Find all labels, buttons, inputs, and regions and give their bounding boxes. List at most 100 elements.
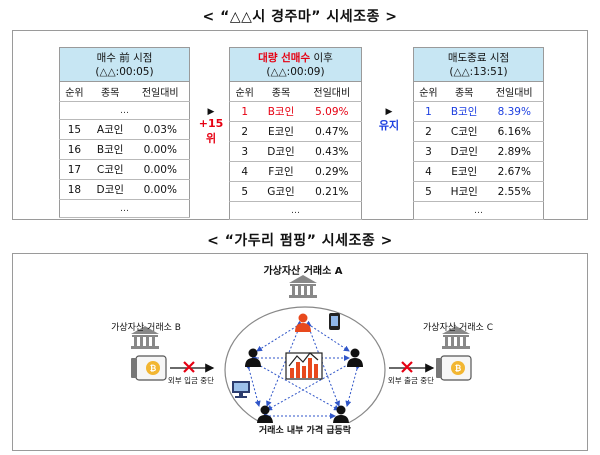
table-row: 3 D코인 0.43%	[229, 141, 362, 162]
change-cell: 2.67%	[485, 161, 544, 182]
table-header-title: 이후	[310, 51, 333, 64]
coin-cell: B코인	[88, 139, 132, 160]
col-name: 종목	[442, 81, 486, 102]
table-header: 매도종료 시점 (△△:13:51)	[413, 47, 544, 82]
ellipsis-row: …	[229, 201, 362, 220]
coin-cell: E코인	[259, 121, 303, 142]
rank-cell: 18	[59, 179, 89, 200]
table-header-title: 매수 前 시점	[96, 51, 153, 64]
col-change: 전일대비	[131, 81, 190, 102]
table-row: 5 G코인 0.21%	[229, 181, 362, 202]
table-header: 대량 선매수 이후 (△△:00:09)	[229, 47, 362, 82]
rank-cell: 2	[229, 121, 260, 142]
coin-cell: B코인	[259, 101, 303, 122]
person-icon	[347, 348, 363, 367]
rank-cell: 1	[413, 101, 443, 122]
coin-cell: A코인	[88, 119, 132, 140]
change-cell: 2.55%	[485, 181, 544, 202]
exchange-b-label: 가상자산 거래소 B	[111, 323, 181, 333]
table-header-time: (△△:00:05)	[95, 65, 154, 78]
rank-cell: 15	[59, 119, 89, 140]
table-row: 2 C코인 6.16%	[413, 121, 544, 142]
rank-cell: 3	[229, 141, 260, 162]
coin-cell: H코인	[442, 181, 486, 202]
table-header-time: (△△:00:09)	[266, 65, 325, 78]
svg-text:₿: ₿	[150, 364, 157, 373]
rank-cell: 1	[229, 101, 260, 122]
table-row-highlight: 1 B코인 5.09%	[229, 101, 362, 122]
table-row: 17 C코인 0.00%	[59, 159, 190, 180]
table-row: 5 H코인 2.55%	[413, 181, 544, 202]
change-cell: 5.09%	[302, 101, 362, 122]
ellipsis-row: …	[59, 199, 190, 218]
person-icon	[333, 405, 349, 424]
col-rank: 순위	[413, 81, 443, 102]
withdraw-blocked-label: 외부 출금 중단	[387, 376, 435, 385]
exchange-a-label: 가상자산 거래소 A	[263, 266, 343, 277]
coin-cell: D코인	[88, 179, 132, 200]
manipulator-person-icon	[295, 313, 311, 332]
coin-cell: B코인	[442, 101, 486, 122]
coin-cell: C코인	[88, 159, 132, 180]
change-cell: 0.29%	[302, 161, 362, 182]
change-cell: 0.43%	[302, 141, 362, 162]
change-cell: 0.00%	[131, 159, 190, 180]
change-cell: 2.89%	[485, 141, 544, 162]
section-title-cage-pumping: < “가두리 펌핑” 시세조종 >	[207, 233, 393, 249]
change-cell: 8.39%	[485, 101, 544, 122]
coin-cell: D코인	[442, 141, 486, 162]
bank-icon	[289, 275, 317, 298]
ellipsis-row: …	[413, 201, 544, 220]
coin-cell: G코인	[259, 181, 303, 202]
monitor-icon	[232, 381, 250, 398]
person-icon	[257, 405, 273, 424]
ranking-table-before: 매수 前 시점 (△△:00:05) 순위 종목 전일대비 … 15 A코인 0…	[59, 47, 190, 218]
change-cell: 0.21%	[302, 181, 362, 202]
table-header-time: (△△:13:51)	[449, 65, 508, 78]
racehorse-panel: 매수 前 시점 (△△:00:05) 순위 종목 전일대비 … 15 A코인 0…	[12, 30, 588, 220]
wallet-icon: ₿	[131, 355, 167, 381]
coin-cell: D코인	[259, 141, 303, 162]
col-change: 전일대비	[302, 81, 362, 102]
blocked-x-icon	[183, 361, 195, 373]
rank-change-arrow: ▶ +15 위	[198, 107, 224, 146]
change-cell: 6.16%	[485, 121, 544, 142]
svg-text:₿: ₿	[455, 364, 462, 373]
rank-cell: 5	[229, 181, 260, 202]
col-change: 전일대비	[485, 81, 544, 102]
change-cell: 0.03%	[131, 119, 190, 140]
phone-icon	[329, 313, 340, 330]
section-title-racehorse: < “△△시 경주마” 시세조종 >	[202, 9, 398, 25]
exchange-c-label: 가상자산 거래소 C	[423, 323, 493, 333]
change-cell: 0.00%	[131, 139, 190, 160]
ellipsis-row: …	[59, 101, 190, 120]
coin-cell: C코인	[442, 121, 486, 142]
wallet-icon: ₿	[436, 355, 472, 381]
table-header-title: 매도종료 시점	[447, 51, 510, 64]
table-row: 4 E코인 2.67%	[413, 161, 544, 182]
change-cell: 0.00%	[131, 179, 190, 200]
rank-cell: 3	[413, 141, 443, 162]
coin-cell: E코인	[442, 161, 486, 182]
internal-price-label: 거래소 내부 가격 급등락	[235, 423, 375, 436]
table-header-title-highlight: 대량 선매수	[258, 51, 311, 64]
rank-change-unit: 위	[205, 132, 217, 145]
table-row: 4 F코인 0.29%	[229, 161, 362, 182]
pumping-diagram: ₿ ₿	[131, 275, 472, 434]
rank-cell: 16	[59, 139, 89, 160]
rank-change-value: +15	[198, 117, 224, 130]
table-header: 매수 前 시점 (△△:00:05)	[59, 47, 190, 82]
rank-keep-label: 유지	[378, 119, 400, 132]
col-rank: 순위	[229, 81, 260, 102]
table-row-highlight: 1 B코인 8.39%	[413, 101, 544, 122]
table-row: 15 A코인 0.03%	[59, 119, 190, 140]
rank-cell: 4	[229, 161, 260, 182]
cage-pumping-panel: ₿ ₿ 가상자산 거래소 A 가상자산 거래소 B 가상자산 거래소 C 외부 …	[12, 253, 588, 451]
deposit-blocked-label: 외부 입금 중단	[167, 376, 215, 385]
rank-cell: 4	[413, 161, 443, 182]
rank-cell: 17	[59, 159, 89, 180]
price-chart-icon	[285, 352, 323, 380]
table-row: 18 D코인 0.00%	[59, 179, 190, 200]
coin-cell: F코인	[259, 161, 303, 182]
ranking-table-sell-end: 매도종료 시점 (△△:13:51) 순위 종목 전일대비 1 B코인 8.39…	[413, 47, 544, 220]
